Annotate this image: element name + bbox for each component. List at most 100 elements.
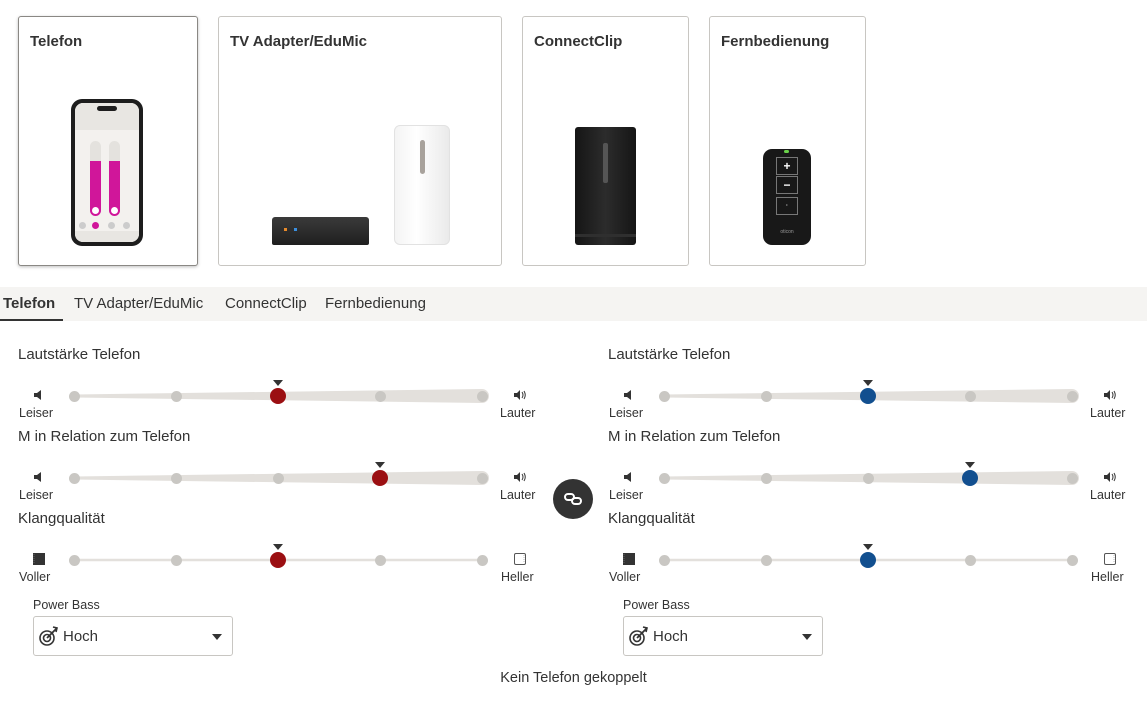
remote-plus-glyph: + [776, 157, 798, 175]
slider-step-dot[interactable] [272, 472, 284, 484]
slider-min-label: Voller [19, 570, 51, 584]
fuller-sound-icon [622, 552, 636, 569]
slider-step-dot[interactable] [68, 554, 80, 566]
slider-step-dot[interactable] [170, 554, 182, 566]
mic-relation-slider-left[interactable]: Leiser Lauter [18, 462, 558, 510]
default-position-marker-icon [863, 380, 873, 386]
pairing-status-text: Kein Telefon gekoppelt [500, 670, 647, 686]
device-card-fernbedienung[interactable]: Fernbedienung + − · oticon [709, 16, 866, 266]
tab-bar: Telefon TV Adapter/EduMic ConnectClip Fe… [0, 287, 1147, 321]
device-card-connectclip[interactable]: ConnectClip [522, 16, 689, 266]
slider-label: M in Relation zum Telefon [18, 428, 191, 445]
device-card-title: Telefon [30, 33, 83, 50]
link-sides-button[interactable] [553, 479, 593, 519]
slider-step-dot[interactable] [760, 472, 772, 484]
default-position-marker-icon [965, 462, 975, 468]
remote-control-image: + − · oticon [763, 149, 811, 245]
edumic-image [394, 125, 450, 245]
slider-step-dot[interactable] [1066, 472, 1078, 484]
power-bass-label: Power Bass [33, 598, 100, 612]
slider-track[interactable] [608, 388, 1147, 408]
slider-step-dot[interactable] [1066, 554, 1078, 566]
speaker-low-icon [32, 390, 44, 403]
slider-step-dot[interactable] [658, 390, 670, 402]
slider-step-dot[interactable] [170, 472, 182, 484]
slider-min-label: Leiser [19, 406, 54, 420]
slider-step-dot[interactable] [476, 472, 488, 484]
volume-slider-left[interactable]: Leiser Lauter [18, 380, 558, 428]
smartphone-image [71, 99, 143, 246]
slider-label: Klangqualität [18, 510, 105, 527]
chevron-down-icon [212, 634, 222, 640]
speaker-high-icon [1103, 390, 1117, 403]
volume-slider-right[interactable]: Leiser Lauter [608, 380, 1147, 428]
speaker-low-icon [622, 472, 634, 485]
fuller-sound-icon [32, 552, 46, 569]
brighter-sound-icon [1103, 552, 1117, 569]
slider-step-dot[interactable] [1066, 390, 1078, 402]
tv-adapter-image [272, 217, 369, 245]
slider-step-dot[interactable] [374, 390, 386, 402]
default-position-marker-icon [863, 544, 873, 550]
device-card-title: Fernbedienung [721, 33, 830, 50]
chevron-down-icon [802, 634, 812, 640]
slider-step-dot[interactable] [476, 554, 488, 566]
power-bass-value: Hoch [63, 628, 99, 645]
slider-thumb[interactable] [270, 388, 286, 404]
slider-thumb[interactable] [372, 470, 388, 486]
slider-step-dot[interactable] [68, 390, 80, 402]
slider-track[interactable] [608, 552, 1147, 572]
power-bass-value: Hoch [653, 628, 689, 645]
slider-max-label: Lauter [500, 488, 536, 502]
slider-label: M in Relation zum Telefon [608, 428, 781, 445]
brighter-sound-icon [513, 552, 527, 569]
connectclip-image [575, 127, 636, 245]
slider-step-dot[interactable] [68, 472, 80, 484]
slider-min-label: Leiser [609, 406, 644, 420]
slider-thumb[interactable] [270, 552, 286, 568]
tab-telefon[interactable]: Telefon [3, 295, 56, 312]
power-bass-dropdown-left[interactable]: Hoch [33, 616, 233, 656]
slider-max-label: Lauter [1090, 488, 1126, 502]
slider-max-label: Lauter [1090, 406, 1126, 420]
slider-step-dot[interactable] [170, 390, 182, 402]
slider-thumb[interactable] [962, 470, 978, 486]
speaker-high-icon [1103, 472, 1117, 485]
slider-max-label: Heller [501, 570, 534, 584]
slider-thumb[interactable] [860, 552, 876, 568]
slider-step-dot[interactable] [476, 390, 488, 402]
slider-step-dot[interactable] [964, 390, 976, 402]
slider-label: Lautstärke Telefon [18, 346, 141, 363]
tab-tv-adapter-edumic[interactable]: TV Adapter/EduMic [74, 295, 204, 312]
device-card-telefon[interactable]: Telefon [18, 16, 198, 266]
link-icon [564, 493, 582, 505]
slider-min-label: Leiser [19, 488, 54, 502]
device-card-title: TV Adapter/EduMic [230, 33, 367, 50]
tab-fernbedienung[interactable]: Fernbedienung [325, 295, 426, 312]
slider-track[interactable] [608, 470, 1147, 490]
slider-step-dot[interactable] [760, 554, 772, 566]
slider-step-dot[interactable] [658, 472, 670, 484]
power-bass-target-icon [629, 626, 648, 646]
default-position-marker-icon [273, 380, 283, 386]
power-bass-dropdown-right[interactable]: Hoch [623, 616, 823, 656]
slider-label: Klangqualität [608, 510, 695, 527]
slider-label: Lautstärke Telefon [608, 346, 731, 363]
slider-max-label: Lauter [500, 406, 536, 420]
slider-step-dot[interactable] [964, 554, 976, 566]
slider-step-dot[interactable] [862, 472, 874, 484]
device-card-tv-adapter-edumic[interactable]: TV Adapter/EduMic [218, 16, 502, 266]
slider-step-dot[interactable] [760, 390, 772, 402]
slider-thumb[interactable] [860, 388, 876, 404]
active-tab-indicator [0, 319, 63, 321]
remote-program-glyph: · [776, 197, 798, 215]
power-bass-target-icon [39, 626, 58, 646]
sound-quality-slider-left[interactable]: Voller Heller [18, 544, 558, 592]
device-card-title: ConnectClip [534, 33, 623, 50]
speaker-high-icon [513, 472, 527, 485]
slider-step-dot[interactable] [658, 554, 670, 566]
tab-connectclip[interactable]: ConnectClip [225, 295, 307, 312]
slider-step-dot[interactable] [374, 554, 386, 566]
